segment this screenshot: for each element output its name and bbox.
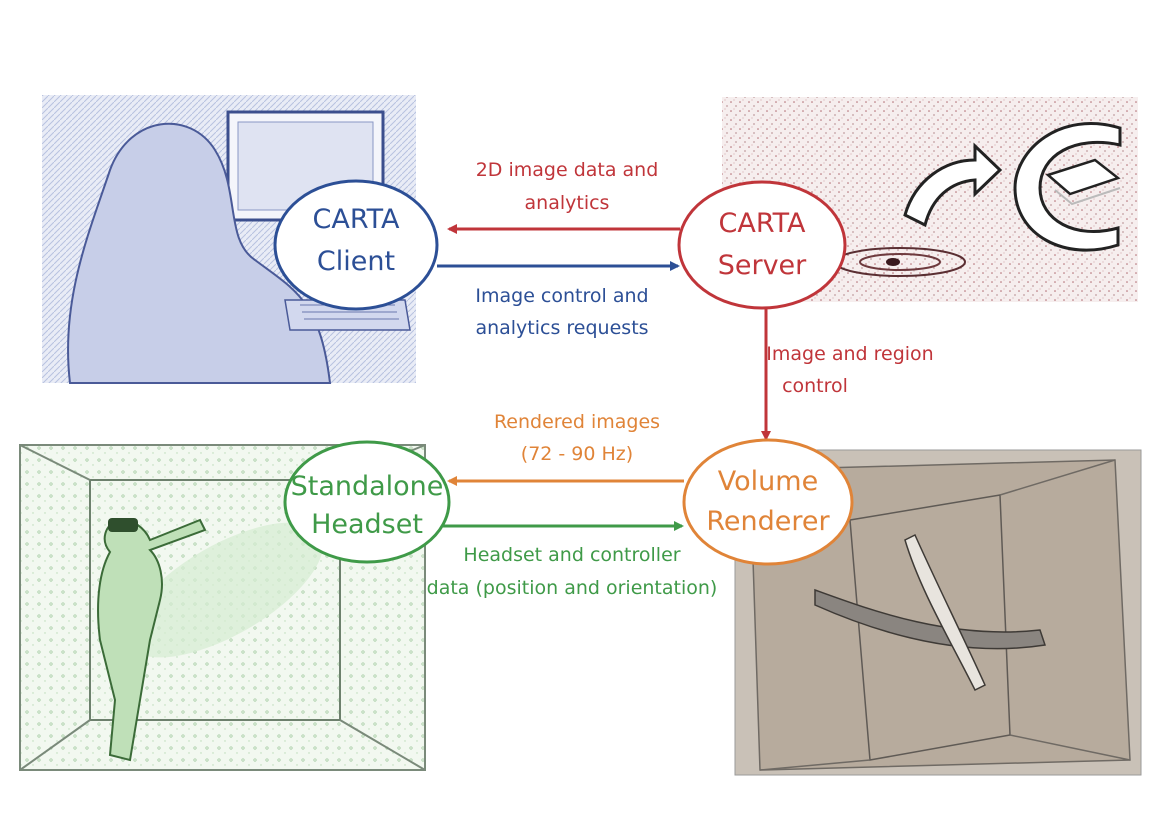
edge-label-server-to-renderer-line1: Image and region (766, 343, 933, 365)
edge-label-server-to-renderer-line2: control (782, 375, 848, 397)
headset-photo (19, 444, 426, 771)
edge-label-renderer-to-headset-line1: Rendered images (494, 411, 660, 433)
node-carta-server-line2: Server (718, 250, 807, 281)
node-standalone-headset: Standalone Headset (283, 440, 451, 564)
node-carta-client-line1: CARTA (313, 204, 401, 235)
node-volume-renderer-line1: Volume (718, 466, 818, 497)
node-volume-renderer-line2: Renderer (706, 506, 830, 537)
node-carta-server: CARTA Server (677, 180, 847, 310)
node-carta-server-line1: CARTA (719, 208, 807, 239)
edge-label-client-to-server-line1: Image control and (475, 285, 648, 307)
edge-label-headset-to-renderer-line1: Headset and controller (463, 544, 680, 566)
node-carta-client: CARTA Client (273, 179, 439, 311)
edge-label-renderer-to-headset-line2: (72 - 90 Hz) (521, 443, 633, 465)
node-carta-client-line2: Client (317, 246, 395, 277)
node-volume-renderer: Volume Renderer (682, 438, 854, 566)
edge-label-server-to-client-line2: analytics (525, 192, 610, 214)
edge-label-headset-to-renderer-line2: data (position and orientation) (427, 577, 718, 599)
edge-label-client-to-server-line2: analytics requests (475, 317, 648, 339)
edge-label-server-to-client-line1: 2D image data and (476, 159, 659, 181)
node-standalone-headset-line1: Standalone (291, 471, 444, 502)
node-standalone-headset-line2: Headset (311, 509, 423, 540)
